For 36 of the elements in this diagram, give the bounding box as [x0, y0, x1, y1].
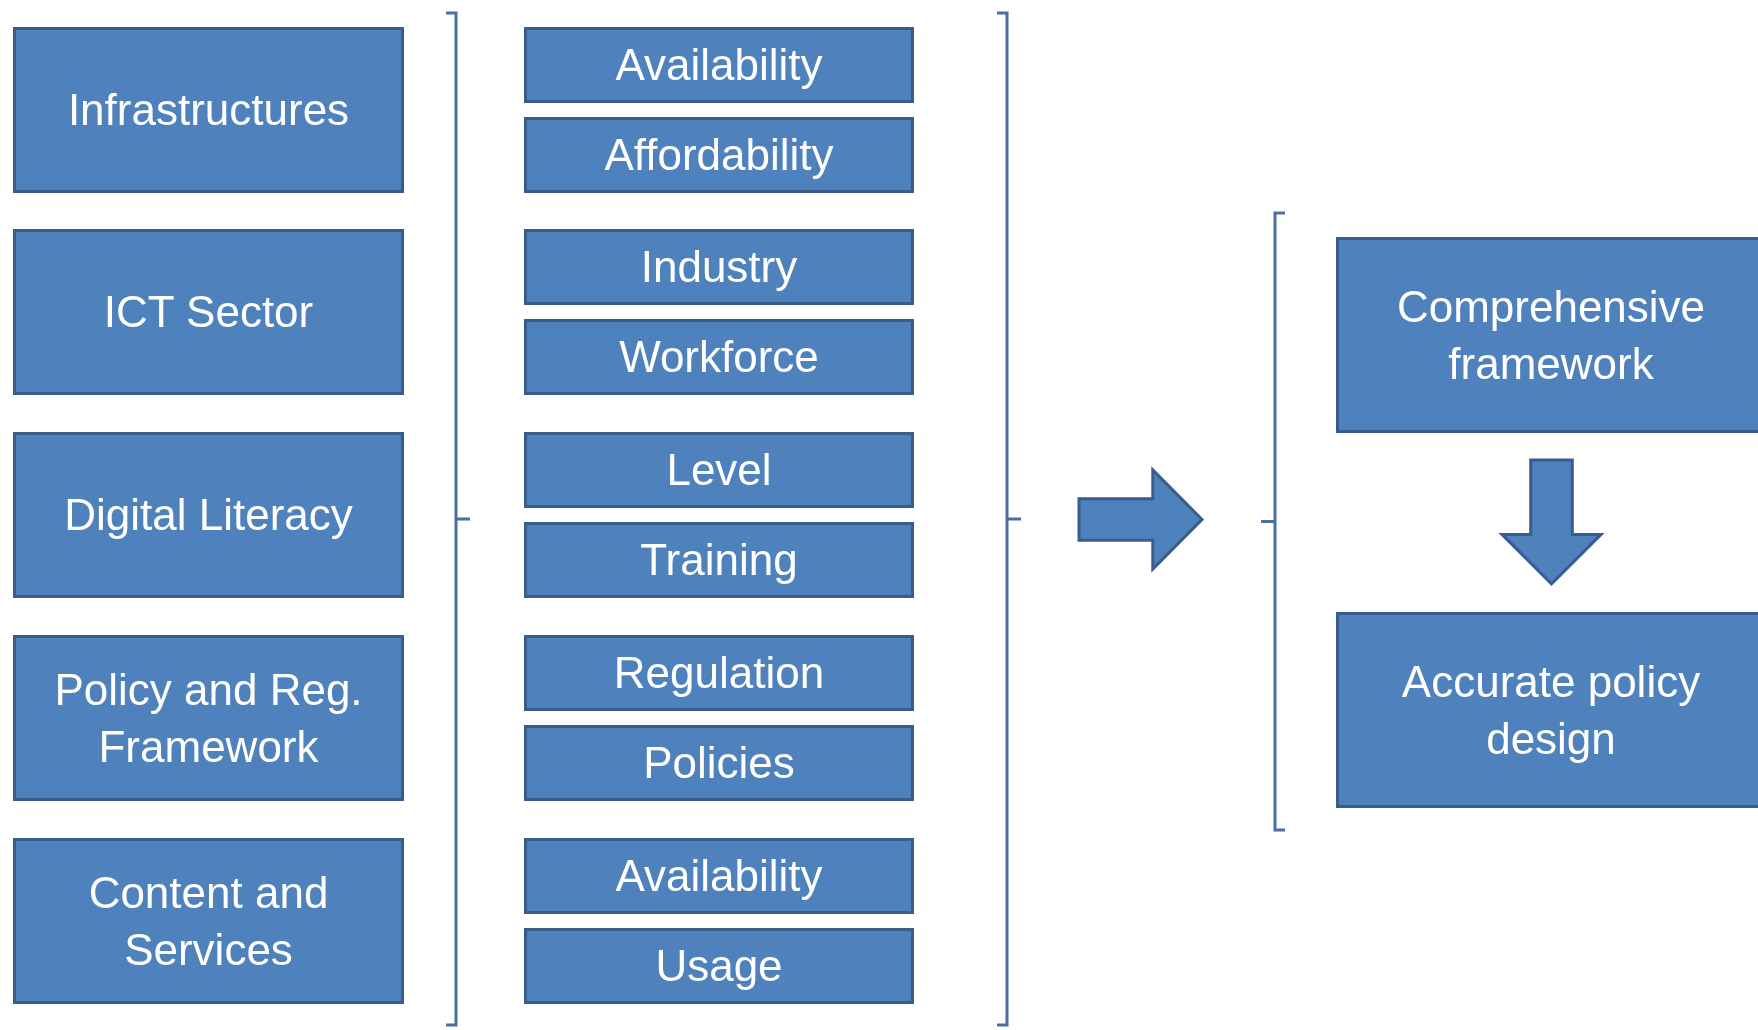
box-label: Infrastructures [67, 84, 350, 137]
process-box [13, 27, 404, 193]
box-label: ICT Sector [103, 286, 314, 339]
process-box [1336, 612, 1758, 808]
process-box [524, 432, 914, 508]
process-box [13, 229, 404, 395]
process-box [13, 635, 404, 801]
box-label: Training [640, 534, 798, 587]
box-label: Accurate policy design [1400, 655, 1702, 765]
process-box [524, 522, 914, 598]
process-box [1336, 237, 1758, 433]
box-label: Availability [615, 850, 823, 903]
process-box [524, 27, 914, 103]
box-label: Policy and Reg. Framework [53, 663, 364, 773]
process-box [524, 117, 914, 193]
process-box [524, 725, 914, 801]
process-box [524, 928, 914, 1004]
process-box [524, 838, 914, 914]
box-label: Workforce [619, 331, 819, 384]
box-label: Comprehensive framework [1395, 280, 1707, 390]
process-box [13, 838, 404, 1004]
box-label: Digital Literacy [64, 489, 353, 542]
box-label: Regulation [613, 647, 825, 700]
box-label: Affordability [604, 129, 834, 182]
box-label: Availability [615, 39, 823, 92]
process-box [524, 229, 914, 305]
box-label: Industry [640, 241, 798, 294]
box-label: Level [666, 444, 772, 497]
box-label: Usage [655, 940, 783, 993]
process-box [524, 319, 914, 395]
block-arrow [1498, 458, 1605, 587]
process-box [13, 432, 404, 598]
box-label: Content and Services [87, 866, 330, 976]
process-box [524, 635, 914, 711]
block-arrow [1077, 466, 1205, 573]
box-label: Policies [643, 737, 795, 790]
